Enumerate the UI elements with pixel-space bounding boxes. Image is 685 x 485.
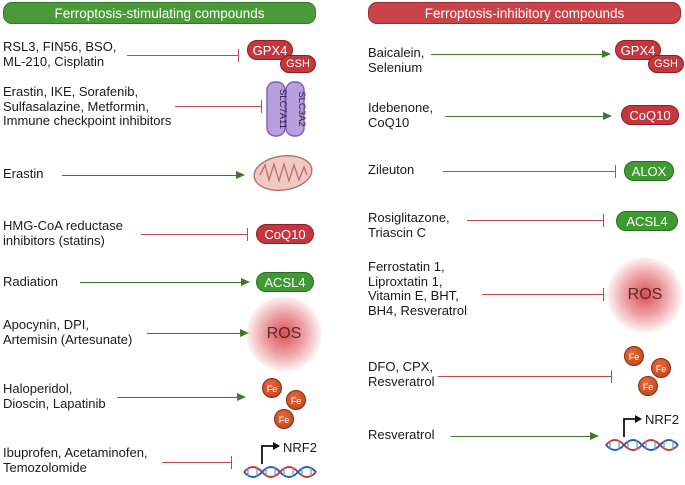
left-row-1-label: RSL3, FIN56, BSO,ML-210, Cisplatin — [3, 39, 117, 69]
right-row-7-activate-arrow — [451, 432, 599, 440]
left-row-6-label: Apocynin, DPI,Artemisin (Artesunate) — [3, 317, 133, 347]
gpx4-symbol: GPX4 — [247, 40, 293, 60]
right-row-6-label: DFO, CPX,Resveratrol — [368, 359, 435, 389]
mitochondrion-icon — [253, 154, 313, 192]
left-row-8-inhibit-arrow — [162, 456, 232, 469]
iron-fe-icon: Fe — [286, 390, 306, 410]
right-row-6-inhibit-arrow — [438, 370, 612, 383]
right-row-7-label: Resveratrol — [368, 427, 435, 442]
left-row-8-label: Ibuprofen, Acetaminofen,Temozolomide — [3, 445, 148, 475]
alox-symbol: ALOX — [624, 161, 674, 181]
right-row-5-inhibit-arrow — [482, 288, 604, 301]
left-row-4-inhibit-arrow — [141, 228, 248, 241]
iron-fe-icon: Fe — [262, 378, 282, 398]
right-row-5-label: Ferrostatin 1,Liproxtatin 1, Vitamin E, … — [368, 259, 467, 318]
left-row-7-activate-arrow — [117, 393, 246, 401]
right-row-3-label: Zileuton — [368, 162, 415, 177]
right-row-3-inhibit-arrow — [443, 165, 616, 178]
right-row-4-label: Rosiglitazone,Triascin C — [368, 210, 450, 240]
ros-symbol: ROS — [607, 257, 683, 333]
nrf2-dna-icon — [605, 415, 679, 451]
left-row-1-inhibit-arrow — [127, 49, 239, 62]
right-row-4-inhibit-arrow — [467, 214, 604, 227]
left-row-6-activate-arrow — [147, 329, 249, 337]
acsl4-symbol: ACSL4 — [256, 272, 314, 292]
iron-fe-icon: Fe — [624, 346, 644, 366]
left-row-3-activate-arrow — [62, 171, 245, 179]
left-row-7-label: Haloperidol,Dioscin, Lapatinib — [3, 381, 106, 411]
right-row-1-label: Baicalein,Selenium — [368, 45, 425, 75]
left-row-2-label: Erastin, IKE, Sorafenib,Sulfasalazine, M… — [3, 84, 172, 128]
nrf2-label: NRF2 — [283, 440, 317, 455]
right-row-2-label: Idebenone,CoQ10 — [368, 100, 434, 130]
inhibitory-header: Ferroptosis-inhibitory compounds — [368, 2, 681, 24]
acsl4-symbol: ACSL4 — [616, 211, 678, 231]
left-row-5-label: Radiation — [3, 274, 58, 289]
coq10-symbol: CoQ10 — [621, 105, 679, 125]
slc3a2-label: SLC3A2 — [296, 91, 307, 126]
iron-fe-icon: Fe — [638, 376, 658, 396]
gsh-symbol: GSH — [648, 55, 684, 73]
gpx4-symbol: GPX4 — [615, 40, 661, 60]
iron-fe-icon: Fe — [651, 358, 671, 378]
nrf2-dna-icon — [243, 442, 317, 478]
nrf2-label: NRF2 — [645, 412, 679, 427]
ros-symbol: ROS — [246, 296, 322, 372]
right-row-2-activate-arrow — [445, 112, 612, 120]
right-row-1-activate-arrow — [431, 50, 611, 58]
coq10-symbol: CoQ10 — [256, 224, 314, 244]
left-row-3-label: Erastin — [3, 166, 44, 181]
left-row-5-activate-arrow — [80, 278, 250, 286]
left-row-2-inhibit-arrow — [175, 100, 262, 113]
stimulating-header: Ferroptosis-stimulating compounds — [3, 2, 316, 24]
iron-fe-icon: Fe — [274, 409, 294, 429]
slc7a11-slc3a2-transporter-icon: SLC7A11 SLC3A2 — [266, 81, 307, 137]
slc7a11-label: SLC7A11 — [277, 89, 288, 129]
gsh-symbol: GSH — [280, 55, 316, 73]
